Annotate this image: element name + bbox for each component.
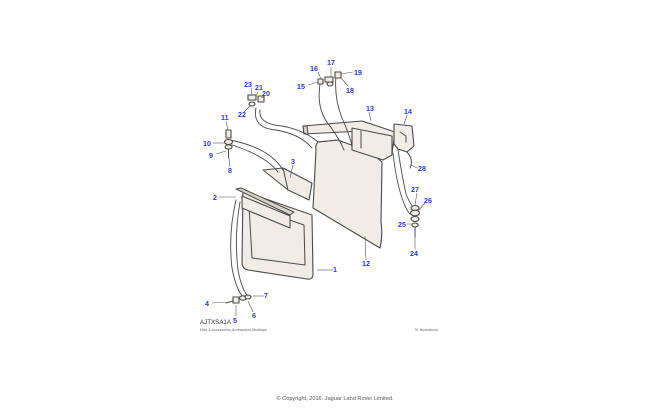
callout-27: 27 (411, 185, 419, 194)
callout-3: 3 (291, 157, 295, 166)
callout-10: 10 (203, 139, 211, 148)
copyright-notice: © Copyright, 2016. Jaguar Land Rover Lim… (276, 396, 394, 402)
callout-13: 13 (366, 104, 374, 113)
callout-12: 12 (362, 259, 370, 268)
fastener-cluster-top (317, 71, 342, 87)
callout-19: 19 (354, 68, 362, 77)
callout-26: 26 (424, 196, 432, 205)
mudflap-frame-1 (235, 187, 314, 280)
callout-15: 15 (297, 82, 305, 91)
diagram-caption-left: Misc & Accessories Accessories Mudflaps (200, 328, 267, 332)
callout-9: 9 (209, 151, 213, 160)
callout-5: 5 (233, 316, 237, 325)
callout-8: 8 (228, 166, 232, 175)
callout-21: 21 (255, 83, 263, 92)
callout-28: 28 (418, 164, 426, 173)
fastener-stack-bottom (225, 294, 252, 304)
callout-6: 6 (252, 311, 256, 320)
callout-17: 17 (327, 58, 335, 67)
diagram-code: AJTXSA1A (200, 319, 232, 326)
callout-labels: 1 2 3 4 5 6 7 8 9 10 11 12 13 14 15 16 1… (203, 58, 432, 325)
callout-4: 4 (205, 299, 209, 308)
cables (229, 75, 415, 299)
fastener-stack-left-upper (223, 129, 234, 159)
callout-2: 2 (213, 193, 217, 202)
callout-14: 14 (404, 107, 412, 116)
leader-lines (211, 67, 426, 316)
callout-23: 23 (244, 80, 252, 89)
clamp-3 (262, 167, 313, 201)
callout-16: 16 (310, 64, 318, 73)
mudflap-12 (312, 139, 383, 249)
callout-20: 20 (262, 89, 270, 98)
callout-25: 25 (398, 220, 406, 229)
callout-11: 11 (221, 113, 229, 122)
fastener-cluster-top-left (247, 94, 265, 107)
callout-24: 24 (410, 249, 418, 258)
callout-18: 18 (346, 86, 354, 95)
callout-1: 1 (333, 265, 337, 274)
callout-7: 7 (264, 291, 268, 300)
fastener-stack-right (409, 204, 421, 238)
diagram-caption-right: TK Illustrations (414, 328, 438, 332)
bracket-14 (393, 123, 415, 169)
callout-22: 22 (238, 110, 246, 119)
